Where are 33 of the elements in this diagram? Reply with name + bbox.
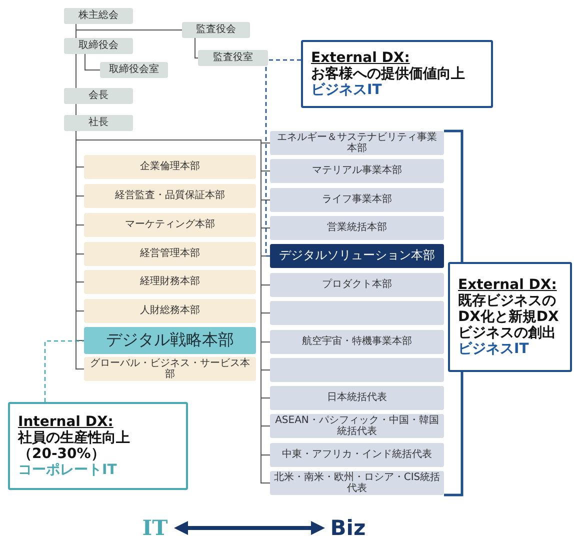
callout-box: External DX: 既存ビジネスのDX化と新規DXビジネスの創出 ビジネスIT — [448, 262, 572, 372]
org-box: 経営監査・品質保証本部 — [84, 184, 256, 208]
org-box: プロダクト本部 — [270, 273, 444, 297]
org-box: 会長 — [64, 88, 133, 104]
highlight-box: デジタルソリューション本部 — [270, 244, 444, 268]
org-box: 監査役室 — [198, 50, 268, 66]
org-box: 取締役会室 — [100, 62, 168, 78]
org-box: ASEAN・パシフィック・中国・韓国統括代表 — [270, 414, 444, 438]
org-box — [270, 301, 444, 325]
org-box: 経理財務本部 — [84, 270, 256, 294]
org-box: 日本統括代表 — [270, 386, 444, 410]
org-box: マテリアル事業本部 — [270, 159, 444, 183]
org-box: 中東・アフリカ・インド統括代表 — [270, 443, 444, 467]
org-box: 航空宇宙・特機事業本部 — [270, 330, 444, 354]
org-box: 北米・南米・欧州・ロシア・CIS統括代表 — [270, 471, 444, 495]
org-box: グローバル・ビジネス・サービス本部 — [84, 357, 256, 381]
org-box: 社長 — [64, 115, 133, 131]
org-box: 株主総会 — [64, 8, 133, 24]
highlight-box: デジタル戦略本部 — [84, 327, 256, 354]
org-box: 取締役会 — [64, 38, 133, 54]
axis-label: Biz — [324, 514, 372, 542]
org-box: ライフ事業本部 — [270, 188, 444, 212]
org-box: 人財総務本部 — [84, 299, 256, 323]
org-box: 監査役会 — [182, 22, 250, 38]
org-box — [270, 358, 444, 382]
callout-box: Internal DX: 社員の生産性向上（20-30%） コーポレートIT — [8, 402, 188, 490]
org-box: エネルギー＆サステナビリティ事業本部 — [270, 131, 444, 155]
axis-label: IT — [135, 514, 175, 542]
org-box: マーケティング本部 — [84, 213, 256, 237]
callout-box: External DX: お客様への提供価値向上 ビジネスIT — [301, 40, 493, 108]
org-box: 営業統括本部 — [270, 216, 444, 240]
org-box: 企業倫理本部 — [84, 155, 256, 179]
org-box: 経営管理本部 — [84, 242, 256, 266]
